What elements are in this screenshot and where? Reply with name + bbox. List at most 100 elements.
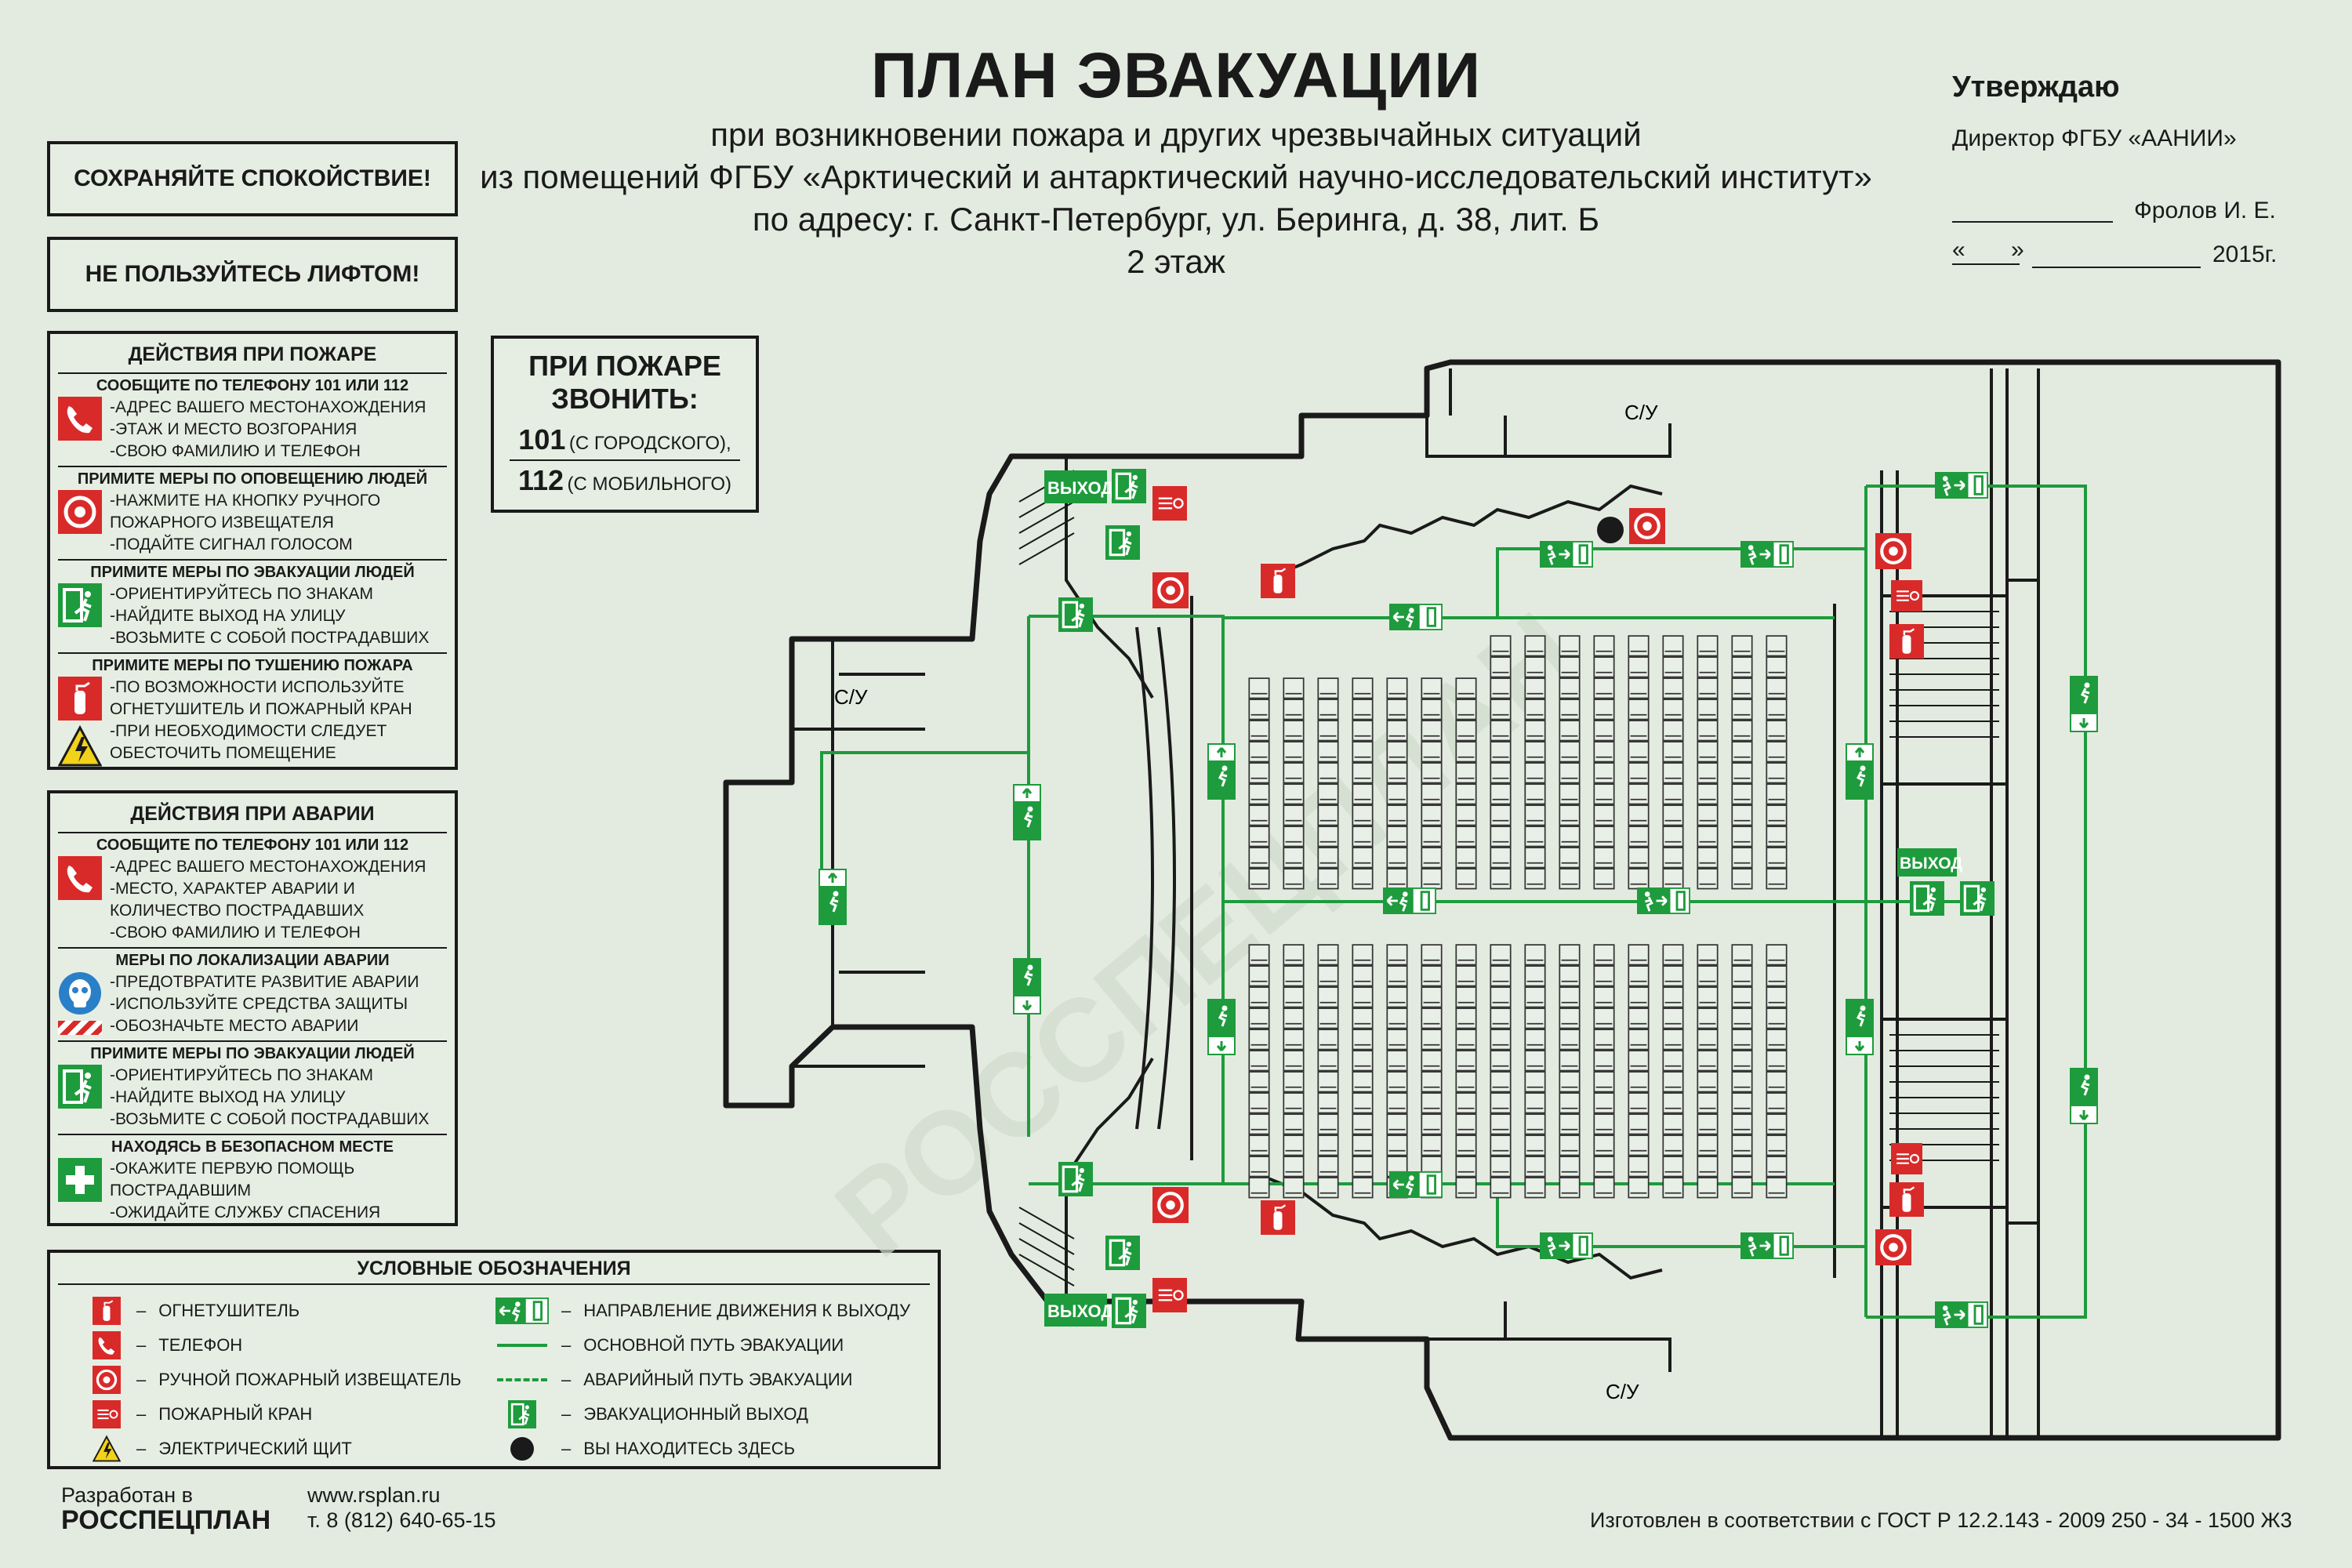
legend-item: –ТЕЛЕФОН [88,1330,242,1361]
seat [1455,1156,1477,1178]
extinguisher-icon [1261,1200,1295,1236]
seat [1559,1050,1581,1072]
seat [1766,783,1788,805]
seat [1317,677,1339,699]
warning-elevator-text: НЕ ПОЛЬЗУЙТЕСЬ ЛИФТОМ! [85,261,420,287]
legend-dash: – [561,1439,572,1458]
seat [1559,1092,1581,1114]
exit-sign-icon [1112,1294,1146,1328]
seat [1248,677,1270,699]
seat [1455,677,1477,699]
exit-label: ВЫХОД [1047,478,1113,498]
main-path-icon [497,1344,547,1347]
accident-line: -ОБОЗНАЧЬТЕ МЕСТО АВАРИИ [110,1017,359,1035]
legend-dash: – [136,1439,147,1458]
direction-arrow-icon [1388,604,1443,630]
accident-section-safe: -ОКАЖИТЕ ПЕРВУЮ ПОМОЩЬ ПОСТРАДАВШИМ -ОЖИ… [58,1158,447,1224]
seat [1559,826,1581,848]
seat [1593,986,1615,1008]
seat [1455,965,1477,987]
seat [1697,944,1719,966]
seat [1662,1113,1684,1135]
seat [1248,783,1270,805]
seat [1628,986,1650,1008]
seat [1593,965,1615,987]
seat [1386,847,1408,869]
accident-section-header: МЕРЫ ПО ЛОКАЛИЗАЦИИ АВАРИИ [58,947,447,970]
call-number-112: 112 (С МОБИЛЬНОГО) [494,464,756,497]
seat [1283,677,1305,699]
seat [1490,826,1512,848]
seat [1352,783,1374,805]
legend-label: ТЕЛЕФОН [158,1335,243,1355]
seat [1455,847,1477,869]
seat [1766,847,1788,869]
seat [1317,1092,1339,1114]
seat [1490,1071,1512,1093]
signature-line [1952,221,2113,223]
accident-section-localize: -ПРЕДОТВРАТИТЕ РАЗВИТИЕ АВАРИИ -ИСПОЛЬЗУ… [58,971,447,1037]
seat [1662,944,1684,966]
seat [1386,1029,1408,1051]
call-box: ПРИ ПОЖАРЕ ЗВОНИТЬ: 101 (С ГОРОДСКОГО), … [491,336,759,513]
seat [1731,1156,1753,1178]
seat [1524,1050,1546,1072]
plan-title: ПЛАН ЭВАКУАЦИИ [870,40,1482,111]
seat [1421,1007,1443,1029]
legend-label: ЭВАКУАЦИОННЫЙ ВЫХОД [583,1404,808,1424]
accident-line: ПОСТРАДАВШИМ [110,1181,252,1200]
seat [1490,656,1512,678]
seat [1662,804,1684,826]
fire-line: ПОЖАРНОГО ИЗВЕЩАТЕЛЯ [110,514,334,532]
exit-stair-icon [1105,1236,1140,1270]
approve-name: Фролов И. Е. [2134,198,2276,223]
call-number-note: (С ГОРОДСКОГО), [568,433,731,454]
accident-line: -ИСПОЛЬЗУЙТЕ СРЕДСТВА ЗАЩИТЫ [110,995,408,1013]
seat [1766,1134,1788,1156]
seat [1490,677,1512,699]
seat [1559,1007,1581,1029]
seat [1559,699,1581,720]
seat [1421,1113,1443,1135]
seat [1628,635,1650,657]
seat [1352,847,1374,869]
legend-item: –РУЧНОЙ ПОЖАРНЫЙ ИЗВЕЩАТЕЛЬ [88,1364,461,1396]
seat [1352,804,1374,826]
seat [1766,986,1788,1008]
seat [1697,1029,1719,1051]
seat [1559,868,1581,890]
seat [1559,783,1581,805]
seat [1628,868,1650,890]
seat [1559,720,1581,742]
seat [1524,635,1546,657]
seat [1421,1029,1443,1051]
seat [1559,965,1581,987]
seat [1317,1177,1339,1199]
seat [1490,847,1512,869]
fire-line: -АДРЕС ВАШЕГО МЕСТОНАХОЖДЕНИЯ [110,398,426,416]
seat [1248,1113,1270,1135]
subtitle-line-2: из помещений ФГБУ «Арктический и антаркт… [480,158,1872,195]
seat [1490,804,1512,826]
seat [1628,1029,1650,1051]
seat [1662,868,1684,890]
seat [1421,699,1443,720]
seat [1766,804,1788,826]
seat [1455,804,1477,826]
legend-label: ЭЛЕКТРИЧЕСКИЙ ЩИТ [158,1439,352,1458]
seat [1455,1092,1477,1114]
seat [1421,804,1443,826]
fire-hydrant-icon [1151,1278,1189,1312]
seat [1283,699,1305,720]
seat [1248,826,1270,848]
legend-label: НАПРАВЛЕНИЕ ДВИЖЕНИЯ К ВЫХОДУ [583,1301,911,1320]
seat [1628,1071,1650,1093]
seat [1490,1177,1512,1199]
seat [1524,847,1546,869]
seat [1283,1156,1305,1178]
seat [1317,762,1339,784]
direction-arrow-icon [1388,1171,1443,1198]
direction-arrow-icon [1636,887,1691,914]
seat [1421,1134,1443,1156]
alarm-button-icon [1629,508,1665,544]
